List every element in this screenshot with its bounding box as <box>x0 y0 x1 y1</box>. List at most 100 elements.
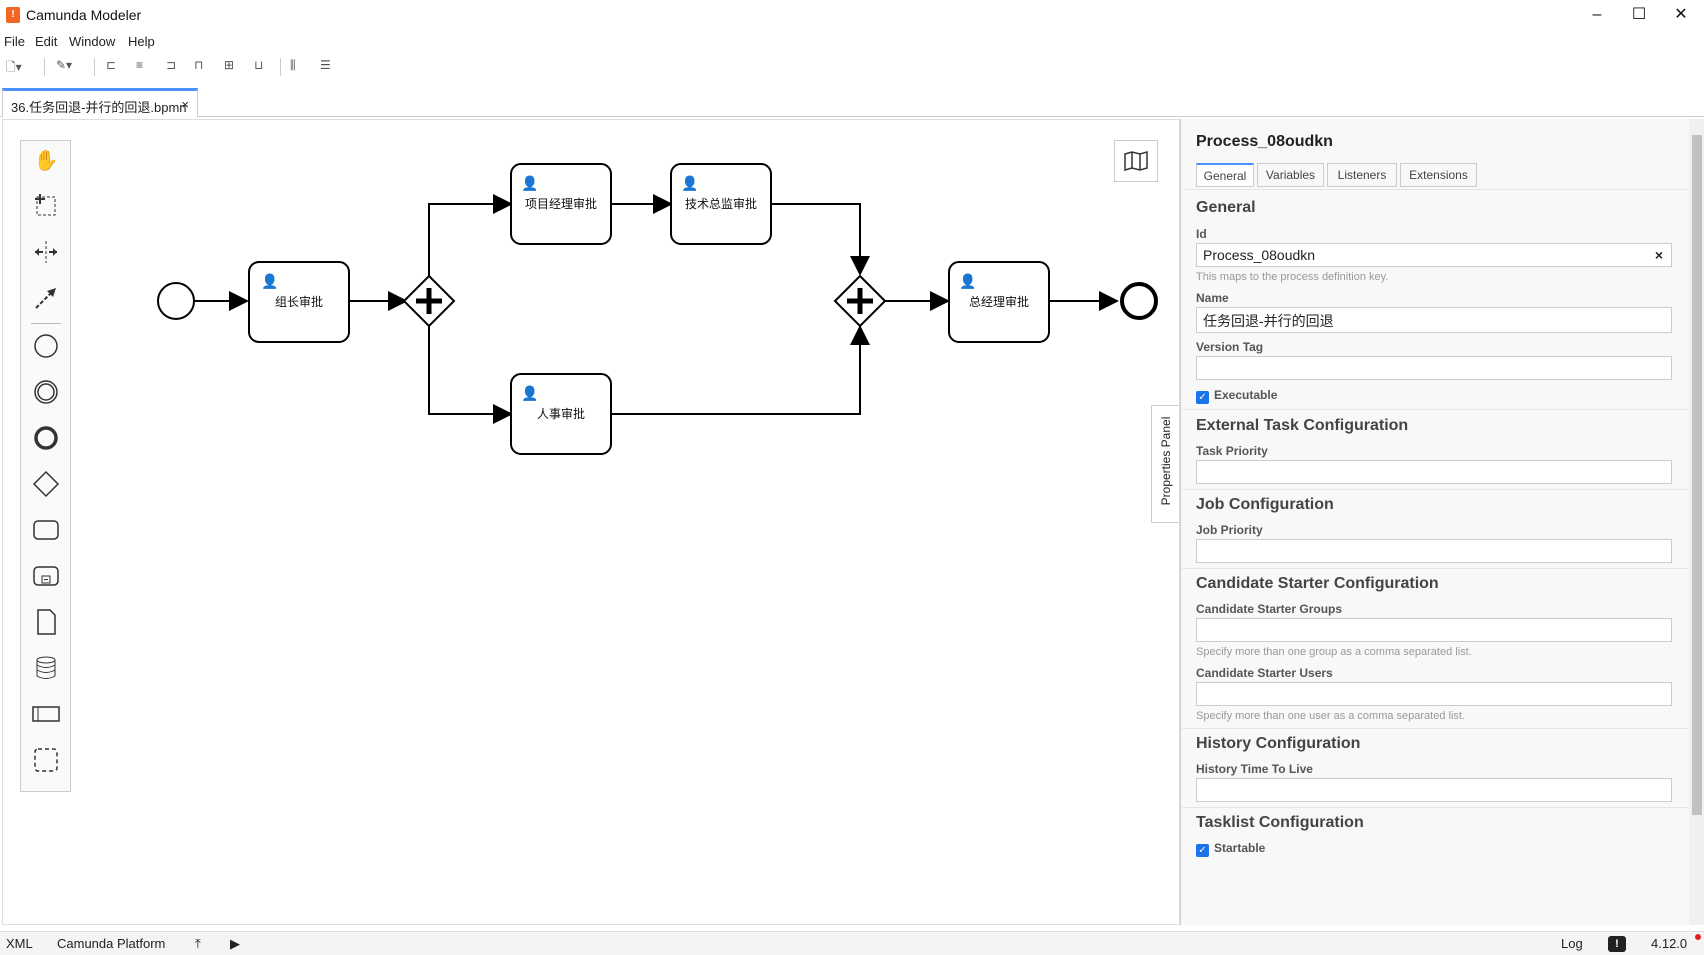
toolbar-separator <box>280 58 281 76</box>
user-task-icon: 👤 <box>261 273 278 290</box>
name-textarea[interactable]: 任务回退-并行的回退 <box>1196 307 1672 333</box>
id-hint: This maps to the process definition key. <box>1196 271 1389 283</box>
toolbar: 🗋▾ ✎▾ ⊏ ≡ ⊐ ⊓ ⊞ ⊔ ⫼ ☰ <box>0 54 1704 80</box>
align-left-icon[interactable]: ⊏ <box>106 58 117 72</box>
section-external-task-heading[interactable]: External Task Configuration <box>1196 417 1409 434</box>
startable-checkbox[interactable]: ✓ <box>1196 844 1209 857</box>
task-icon[interactable] <box>31 515 61 545</box>
version-tag-input[interactable] <box>1196 356 1672 380</box>
align-middle-icon[interactable]: ⊞ <box>224 58 235 72</box>
task-hr[interactable]: 👤 人事审批 <box>510 373 612 455</box>
feedback-icon[interactable]: ! <box>1608 936 1626 952</box>
align-center-icon[interactable]: ≡ <box>136 58 144 72</box>
tab-bpmn-file[interactable]: 36.任务回退-并行的回退.bpmn × <box>2 88 198 117</box>
id-label: Id <box>1196 227 1207 241</box>
intermediate-event-icon[interactable] <box>31 377 61 407</box>
task-label: 项目经理审批 <box>525 196 597 211</box>
parallel-gateway-split[interactable] <box>402 274 456 328</box>
properties-title: Process_08oudkn <box>1196 133 1333 150</box>
map-icon <box>1124 151 1148 171</box>
distribute-vertical-icon[interactable]: ☰ <box>320 58 331 72</box>
align-bottom-icon[interactable]: ⊔ <box>254 58 264 72</box>
sequence-flows <box>194 194 1119 424</box>
section-candidate-heading[interactable]: Candidate Starter Configuration <box>1196 575 1439 592</box>
platform-selector[interactable]: Camunda Platform <box>57 936 166 951</box>
close-window-button[interactable]: ✕ <box>1674 6 1688 23</box>
minimize-button[interactable]: – <box>1592 6 1602 23</box>
menu-bar: File Edit Window Help <box>0 30 1704 52</box>
start-event[interactable] <box>157 282 195 320</box>
candidate-users-input[interactable] <box>1196 682 1672 706</box>
divider <box>1182 489 1688 490</box>
title-bar: ! Camunda Modeler – ☐ ✕ <box>0 0 1704 30</box>
executable-checkbox[interactable]: ✓ <box>1196 391 1209 404</box>
group-icon[interactable] <box>31 745 61 775</box>
id-value: Process_08oudkn <box>1203 247 1316 263</box>
task-priority-input[interactable] <box>1196 460 1672 484</box>
history-ttl-input[interactable] <box>1196 778 1672 802</box>
data-store-icon[interactable] <box>31 653 61 683</box>
task-team-lead[interactable]: 👤 组长审批 <box>248 261 350 343</box>
task-project-manager[interactable]: 👤 项目经理审批 <box>510 163 612 245</box>
version-label[interactable]: 4.12.0 <box>1651 936 1688 951</box>
tab-strip: 36.任务回退-并行的回退.bpmn × <box>0 86 1704 117</box>
update-badge <box>1695 934 1701 940</box>
section-tasklist-heading[interactable]: Tasklist Configuration <box>1196 814 1364 831</box>
subprocess-icon[interactable] <box>31 561 61 591</box>
deploy-icon[interactable]: ⤒ <box>195 936 201 951</box>
tab-listeners[interactable]: Listeners <box>1327 163 1397 187</box>
connect-tool-icon[interactable] <box>31 283 61 313</box>
clear-id-icon[interactable]: × <box>1654 247 1663 263</box>
properties-panel-toggle[interactable]: Properties Panel <box>1151 405 1179 523</box>
align-right-icon[interactable]: ⊐ <box>166 58 177 72</box>
task-label: 总经理审批 <box>969 294 1029 309</box>
run-icon[interactable]: ▶ <box>230 936 240 951</box>
tab-close-icon[interactable]: × <box>181 97 189 112</box>
task-general-manager[interactable]: 👤 总经理审批 <box>948 261 1050 343</box>
lasso-tool-icon[interactable] <box>31 191 61 221</box>
user-task-icon: 👤 <box>959 273 976 290</box>
start-event-icon[interactable] <box>31 331 61 361</box>
tab-general[interactable]: General <box>1196 163 1254 187</box>
scrollbar-thumb[interactable] <box>1692 135 1702 815</box>
section-general-heading[interactable]: General <box>1196 199 1256 216</box>
section-history-heading[interactable]: History Configuration <box>1196 735 1361 752</box>
log-toggle[interactable]: Log <box>1561 936 1583 951</box>
section-job-heading[interactable]: Job Configuration <box>1196 496 1334 513</box>
tab-label: 36.任务回退-并行的回退.bpmn <box>11 100 187 115</box>
end-event-icon[interactable] <box>31 423 61 453</box>
menu-file[interactable]: File <box>4 34 25 49</box>
id-input[interactable]: Process_08oudkn × <box>1196 243 1672 267</box>
parallel-gateway-join[interactable] <box>833 274 887 328</box>
new-file-icon[interactable]: 🗋▾ <box>6 60 22 74</box>
gateway-icon[interactable] <box>31 469 61 499</box>
divider <box>1182 189 1688 190</box>
xml-toggle[interactable]: XML <box>6 936 33 951</box>
data-object-icon[interactable] <box>31 607 61 637</box>
properties-scrollbar[interactable] <box>1689 119 1704 925</box>
candidate-groups-input[interactable] <box>1196 618 1672 642</box>
name-label: Name <box>1196 291 1229 305</box>
candidate-groups-label: Candidate Starter Groups <box>1196 602 1343 616</box>
startable-label: Startable <box>1214 841 1266 855</box>
distribute-horizontal-icon[interactable]: ⫼ <box>290 58 296 72</box>
task-tech-director[interactable]: 👤 技术总监审批 <box>670 163 772 245</box>
space-tool-icon[interactable] <box>31 237 61 267</box>
menu-help[interactable]: Help <box>128 34 155 49</box>
status-bar: XML Camunda Platform ⤒ ▶ Log ! 4.12.0 <box>0 931 1704 955</box>
bpmn-canvas[interactable]: 👤 组长审批 👤 项目经理审批 👤 技术总监审批 👤 人事审批 👤 总经理审批 <box>2 119 1180 925</box>
candidate-groups-hint: Specify more than one group as a comma s… <box>1196 646 1472 658</box>
end-event[interactable] <box>1120 282 1158 320</box>
maximize-button[interactable]: ☐ <box>1631 6 1647 23</box>
menu-edit[interactable]: Edit <box>35 34 58 49</box>
tab-extensions[interactable]: Extensions <box>1400 163 1477 187</box>
menu-window[interactable]: Window <box>69 34 116 49</box>
color-picker-icon[interactable]: ✎▾ <box>56 58 73 72</box>
job-priority-input[interactable] <box>1196 539 1672 563</box>
hand-tool-icon[interactable]: ✋ <box>33 149 59 172</box>
align-top-icon[interactable]: ⊓ <box>194 58 204 72</box>
tab-variables[interactable]: Variables <box>1257 163 1324 187</box>
minimap-toggle[interactable] <box>1114 140 1158 182</box>
pool-icon[interactable] <box>31 699 61 729</box>
candidate-users-label: Candidate Starter Users <box>1196 666 1333 680</box>
